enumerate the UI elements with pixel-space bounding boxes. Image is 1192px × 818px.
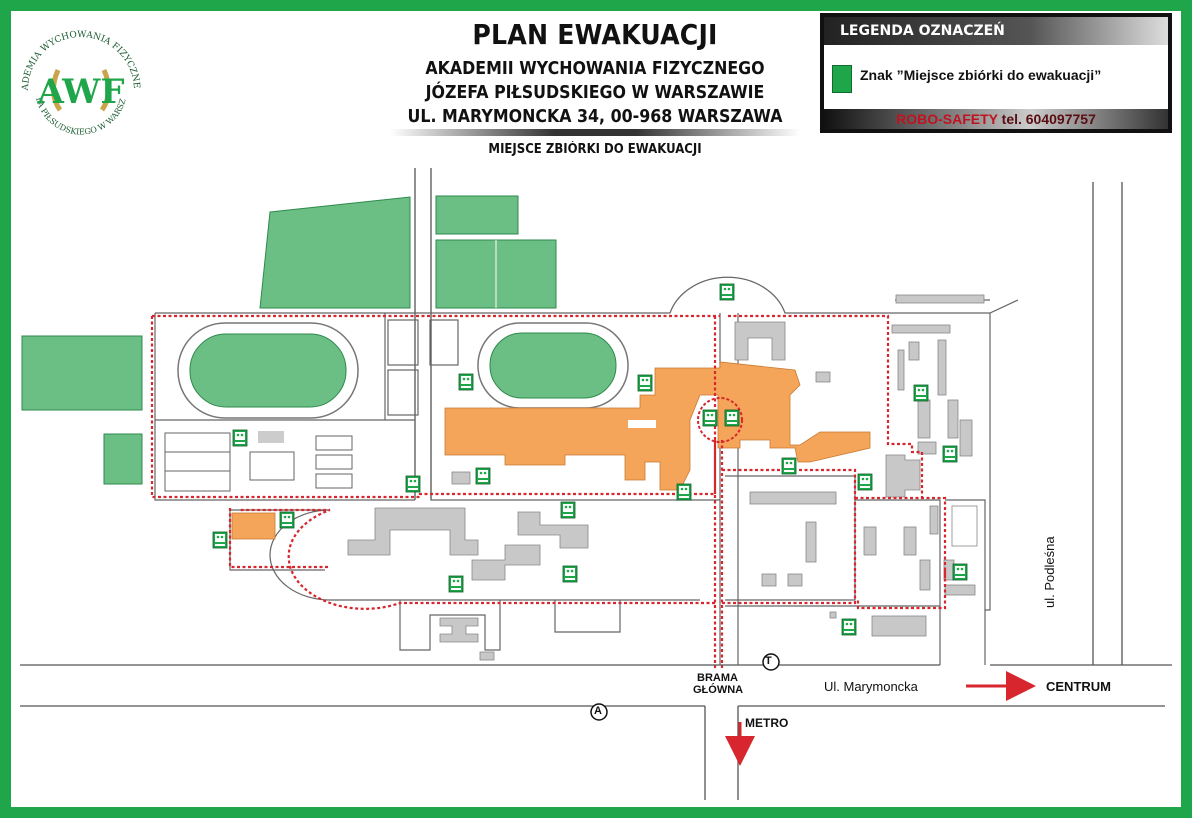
main-building xyxy=(231,361,871,540)
legend: LEGENDA OZNACZEŃ Znak ”Miejsce zbiórki d… xyxy=(820,13,1172,133)
title-divider xyxy=(390,129,800,136)
page-title: PLAN EWAKUACJI xyxy=(472,18,718,51)
metro-label: METRO xyxy=(745,716,789,730)
title-line-2: JÓZEFA PIŁSUDSKIEGO W WARSZAWIE xyxy=(425,82,765,103)
page-subtitle: MIEJSCE ZBIÓRKI DO EWAKUACJI xyxy=(488,142,702,157)
street-marymoncka: Ul. Marymoncka xyxy=(824,679,918,694)
bus-stop-icon xyxy=(590,703,608,721)
roads xyxy=(20,168,1172,800)
centrum-label: CENTRUM xyxy=(1046,679,1111,694)
campus-outline xyxy=(154,276,1019,665)
courts xyxy=(164,431,353,492)
bus-letter: A xyxy=(594,705,602,717)
gate-label-2: GŁÓWNA xyxy=(693,684,744,696)
courtyard-circle xyxy=(697,397,743,443)
sports-fields xyxy=(21,195,557,485)
legend-heading: LEGENDA OZNACZEŃ xyxy=(824,17,1168,45)
logo-monogram: AWF xyxy=(36,72,124,112)
tram-letter: T xyxy=(765,655,772,667)
running-tracks xyxy=(177,322,629,419)
brand-name: ROBO-SAFETY xyxy=(896,111,998,127)
other-buildings xyxy=(347,294,985,661)
legend-body: Znak ”Miejsce zbiórki do ewakuacji” xyxy=(824,45,1168,109)
brand-phone: tel. 604097757 xyxy=(1001,111,1096,127)
legend-footer: ROBO-SAFETY tel. 604097757 xyxy=(824,109,1168,129)
street-podlesna: ul. Podleśna xyxy=(1042,536,1057,608)
assembly-point-sign-icon xyxy=(832,65,852,93)
title-line-1: AKADEMII WYCHOWANIA FIZYCZNEGO xyxy=(425,58,765,79)
legend-item-label: Znak ”Miejsce zbiórki do ewakuacji” xyxy=(860,67,1102,83)
evacuation-routes xyxy=(150,314,947,668)
gate-label: BRAMA xyxy=(697,672,738,684)
tram-stop-icon xyxy=(762,653,780,671)
title-line-3: UL. MARYMONCKA 34, 00-968 WARSZAWA xyxy=(407,106,783,127)
awf-logo: AKADEMIA WYCHOWANIA FIZYCZNEGO JÓZEFA PI… xyxy=(18,18,141,137)
